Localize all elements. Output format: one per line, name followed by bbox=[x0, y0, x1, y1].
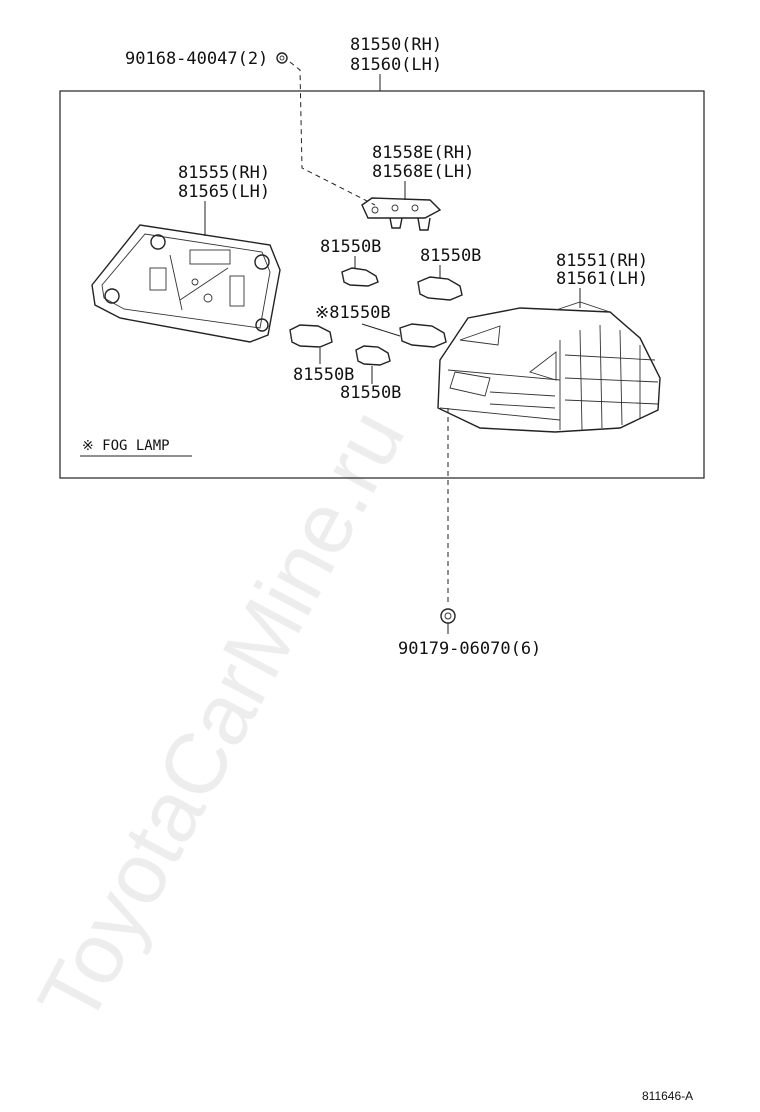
label-lens-lh[interactable]: 81561(LH) bbox=[556, 269, 648, 289]
lens-part bbox=[437, 301, 661, 433]
label-screw-top[interactable]: 90168-40047(2) bbox=[125, 49, 268, 69]
label-assembly-lh[interactable]: 81560(LH) bbox=[350, 55, 442, 75]
assembly-frame bbox=[59, 90, 705, 479]
bulb-1-part bbox=[341, 267, 379, 287]
fog-lamp-note: ※ FOG LAMP bbox=[82, 438, 170, 454]
label-lens-rh[interactable]: 81551(RH) bbox=[556, 251, 648, 271]
label-bulb-1[interactable]: 81550B bbox=[320, 237, 381, 257]
label-bulb-4[interactable]: 81550B bbox=[340, 383, 401, 403]
label-socket-lh[interactable]: 81565(LH) bbox=[178, 182, 270, 202]
label-assembly-rh[interactable]: 81550(RH) bbox=[350, 35, 442, 55]
screw-icon bbox=[276, 52, 288, 64]
label-nut-bottom[interactable]: 90179-06070(6) bbox=[398, 639, 541, 659]
dashed-line-screw bbox=[289, 61, 376, 206]
label-socket-rh[interactable]: 81555(RH) bbox=[178, 163, 270, 183]
bulb-fog-part bbox=[399, 323, 447, 348]
bulb-2-part bbox=[417, 276, 463, 301]
label-bracket-lh[interactable]: 81568E(LH) bbox=[372, 162, 474, 182]
bulb-3-part bbox=[289, 324, 333, 348]
drawing-reference: 811646-A bbox=[642, 1089, 693, 1103]
label-bulb-fog[interactable]: ※81550B bbox=[315, 303, 391, 323]
nut-icon bbox=[440, 608, 456, 624]
socket-plate-part bbox=[91, 224, 281, 343]
bulb-4-part bbox=[355, 345, 391, 366]
watermark: ToyotaCarMine.ru bbox=[20, 395, 423, 1039]
bracket-part bbox=[361, 197, 442, 231]
label-bulb-3[interactable]: 81550B bbox=[293, 365, 354, 385]
leader-bulb-fog bbox=[361, 323, 401, 337]
label-bulb-2[interactable]: 81550B bbox=[420, 246, 481, 266]
label-bracket-rh[interactable]: 81558E(RH) bbox=[372, 143, 474, 163]
